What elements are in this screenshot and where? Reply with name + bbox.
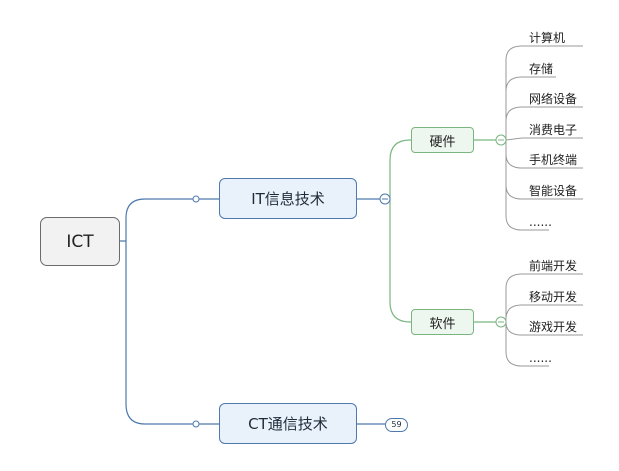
sub-node-hardware[interactable]: 硬件 [411, 127, 474, 153]
branch-node-it[interactable]: IT信息技术 [219, 178, 357, 219]
hardware-leaf-connectors [505, 45, 583, 231]
connector-it-hardware [389, 139, 411, 199]
branch-node-ct[interactable]: CT通信技术 [219, 403, 357, 444]
leaf-hardware-smart[interactable]: 智能设备 [529, 184, 578, 198]
leaf-hardware-consumer[interactable]: 消费电子 [529, 123, 578, 137]
collapse-toggle-it[interactable] [379, 193, 391, 205]
branch-node-ct-label: CT通信技术 [248, 415, 328, 433]
connector-dot-it [192, 195, 200, 203]
branch-node-it-label: IT信息技术 [251, 190, 325, 208]
sub-node-software[interactable]: 软件 [411, 309, 474, 335]
leaf-hardware-network[interactable]: 网络设备 [529, 92, 578, 106]
leaf-software-more[interactable]: ...... [529, 351, 552, 365]
software-leaf-connectors [505, 273, 583, 367]
leaf-software-frontend[interactable]: 前端开发 [529, 259, 578, 273]
connector-root-it [120, 198, 219, 242]
root-node-ict[interactable]: ICT [40, 217, 120, 266]
connector-it-software [389, 199, 411, 323]
leaf-hardware-storage[interactable]: 存储 [529, 62, 554, 76]
leaf-software-mobile[interactable]: 移动开发 [529, 290, 578, 304]
collapsed-count-badge[interactable]: 59 [385, 418, 408, 432]
sub-node-software-label: 软件 [429, 316, 456, 332]
root-node-label: ICT [66, 231, 94, 252]
collapse-toggle-software[interactable] [495, 316, 507, 328]
leaf-hardware-more[interactable]: ...... [529, 215, 552, 229]
leaf-hardware-computer[interactable]: 计算机 [529, 31, 566, 45]
sub-node-hardware-label: 硬件 [429, 134, 456, 150]
connector-root-ct [125, 241, 219, 425]
collapse-toggle-hardware[interactable] [495, 134, 507, 146]
leaf-hardware-mobile[interactable]: 手机终端 [529, 153, 578, 167]
leaf-software-game[interactable]: 游戏开发 [529, 320, 578, 334]
connector-dot-ct [192, 420, 200, 428]
